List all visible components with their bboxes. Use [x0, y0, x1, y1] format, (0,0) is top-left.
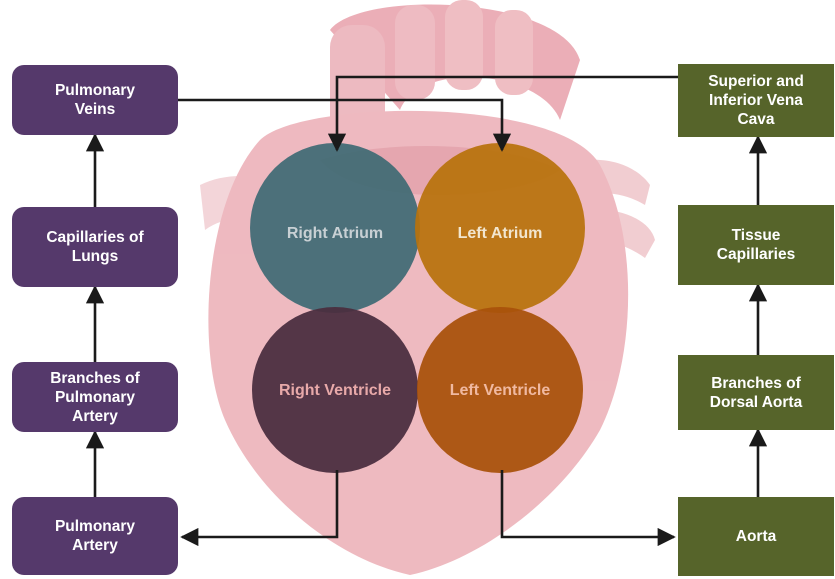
branches-of-pulmonary-artery-box: Branches of Pulmonary Artery	[12, 362, 178, 432]
arrow-pulmonary-veins-to-left-atrium	[178, 100, 502, 150]
right-atrium-label: Right Atrium	[287, 225, 383, 243]
pulmonary-veins-box: Pulmonary Veins	[12, 65, 178, 135]
branches-of-dorsal-aorta-box: Branches of Dorsal Aorta	[678, 355, 834, 430]
left-atrium-label: Left Atrium	[458, 225, 543, 243]
right-ventricle-label: Right Ventricle	[279, 382, 391, 400]
arrow-left-ventricle-to-aorta	[502, 470, 674, 537]
arrow-right-ventricle-to-pulmonary-artery	[182, 470, 337, 537]
arrow-vena-cava-to-right-atrium	[337, 77, 678, 150]
aorta-box: Aorta	[678, 497, 834, 576]
pulmonary-artery-box: Pulmonary Artery	[12, 497, 178, 575]
capillaries-of-lungs-box: Capillaries of Lungs	[12, 207, 178, 287]
tissue-capillaries-box: Tissue Capillaries	[678, 205, 834, 285]
left-ventricle-label: Left Ventricle	[450, 382, 550, 400]
vena-cava-box: Superior and Inferior Vena Cava	[678, 64, 834, 137]
